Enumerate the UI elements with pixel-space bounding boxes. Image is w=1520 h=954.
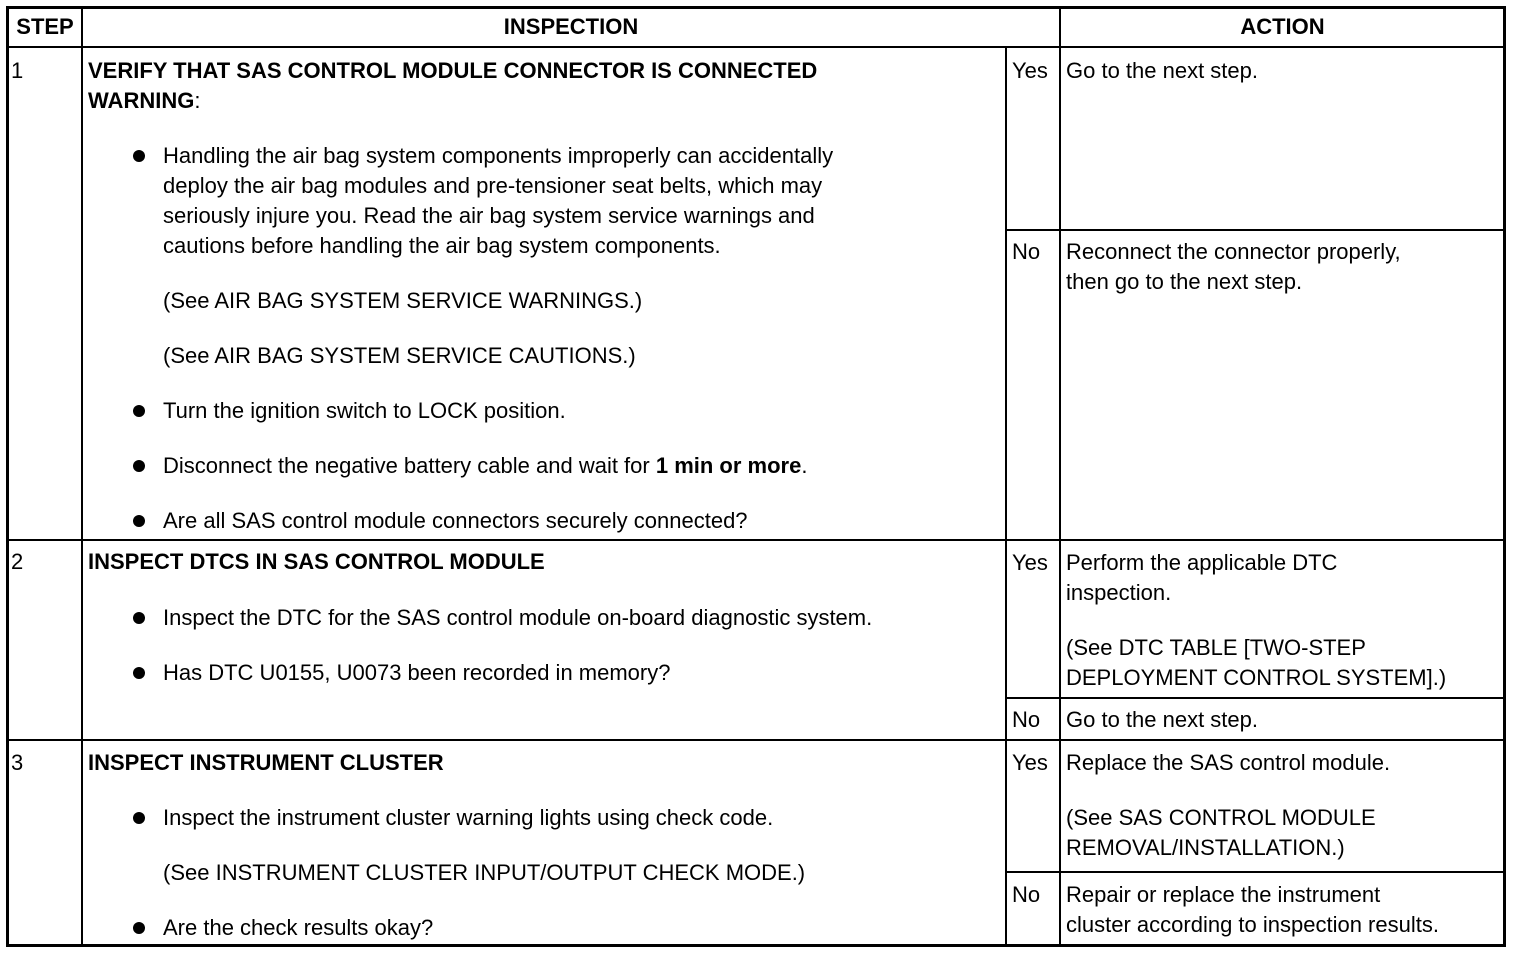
battery-wait-time: 1 min or more — [655, 453, 802, 478]
bullet-icon — [133, 667, 145, 679]
dtc-table-reference: DEPLOYMENT CONTROL SYSTEM].) — [1066, 665, 1447, 690]
removal-reference: (See SAS CONTROL MODULE — [1066, 805, 1376, 830]
inspect-dtc-instruction: Inspect the DTC for the SAS control modu… — [163, 605, 873, 630]
battery-instruction: Disconnect the negative battery cable an… — [163, 451, 807, 481]
action-yes: Replace the SAS control module. — [1066, 750, 1391, 775]
result-no: No — [1012, 707, 1041, 732]
bullet-icon — [133, 515, 145, 527]
battery-instruction-text: Disconnect the negative battery cable an… — [163, 453, 656, 478]
warning-text-line: seriously injure you. Read the air bag s… — [163, 203, 815, 228]
step-number: 2 — [11, 549, 24, 574]
header-inspection: INSPECTION — [503, 14, 639, 39]
bullet-icon — [133, 405, 145, 417]
warning-text-line: cautions before handling the air bag sys… — [163, 233, 721, 258]
result-yes: Yes — [1012, 750, 1048, 775]
header-action: ACTION — [1240, 14, 1325, 39]
inspection-question: Are all SAS control module connectors se… — [163, 508, 748, 533]
result-column-divider — [1005, 47, 1007, 947]
bullet-icon — [133, 612, 145, 624]
see-warnings-reference: (See AIR BAG SYSTEM SERVICE WARNINGS.) — [163, 288, 643, 313]
check-mode-reference: (See INSTRUMENT CLUSTER INPUT/OUTPUT CHE… — [163, 860, 806, 885]
warning-label: WARNING — [88, 88, 195, 113]
step-title: VERIFY THAT SAS CONTROL MODULE CONNECTOR… — [88, 58, 818, 83]
action-column-divider — [1059, 6, 1061, 947]
bullet-icon — [133, 150, 145, 162]
row1-yes-no-divider — [1005, 229, 1506, 231]
action-no: Go to the next step. — [1066, 707, 1259, 732]
warning-heading: WARNING: — [88, 86, 200, 116]
row2-yes-no-divider — [1005, 697, 1506, 699]
action-no-line: cluster according to inspection results. — [1066, 912, 1439, 937]
inspection-question: Are the check results okay? — [163, 915, 434, 940]
bullet-icon — [133, 922, 145, 934]
action-no-line: then go to the next step. — [1066, 269, 1303, 294]
row-divider-2 — [6, 739, 1506, 741]
result-yes: Yes — [1012, 58, 1048, 83]
action-no-line: Repair or replace the instrument — [1066, 882, 1381, 907]
row3-yes-no-divider — [1005, 871, 1506, 873]
result-no: No — [1012, 239, 1041, 264]
step-number: 3 — [11, 750, 24, 775]
header-divider — [6, 46, 1506, 48]
warning-colon: : — [194, 88, 201, 113]
warning-text-line: Handling the air bag system components i… — [163, 143, 834, 168]
see-cautions-reference: (See AIR BAG SYSTEM SERVICE CAUTIONS.) — [163, 343, 636, 368]
dtc-table-reference: (See DTC TABLE [TWO-STEP — [1066, 635, 1366, 660]
action-yes-line: inspection. — [1066, 580, 1172, 605]
header-step: STEP — [16, 14, 74, 39]
action-yes: Go to the next step. — [1066, 58, 1259, 83]
row-divider-1 — [6, 539, 1506, 541]
warning-text-line: deploy the air bag modules and pre-tensi… — [163, 173, 823, 198]
ignition-instruction: Turn the ignition switch to LOCK positio… — [163, 398, 566, 423]
step-title: INSPECT DTCS IN SAS CONTROL MODULE — [88, 549, 545, 574]
result-yes: Yes — [1012, 550, 1048, 575]
inspect-cluster-instruction: Inspect the instrument cluster warning l… — [163, 805, 774, 830]
step-title: INSPECT INSTRUMENT CLUSTER — [88, 750, 444, 775]
step-number: 1 — [11, 58, 24, 83]
removal-reference: REMOVAL/INSTALLATION.) — [1066, 835, 1345, 860]
inspection-question: Has DTC U0155, U0073 been recorded in me… — [163, 660, 671, 685]
action-yes-line: Perform the applicable DTC — [1066, 550, 1338, 575]
result-no: No — [1012, 882, 1041, 907]
bullet-icon — [133, 812, 145, 824]
bullet-icon — [133, 460, 145, 472]
step-column-divider — [81, 6, 83, 947]
battery-period: . — [801, 453, 808, 478]
action-no-line: Reconnect the connector properly, — [1066, 239, 1401, 264]
inspection-table — [6, 6, 1506, 947]
